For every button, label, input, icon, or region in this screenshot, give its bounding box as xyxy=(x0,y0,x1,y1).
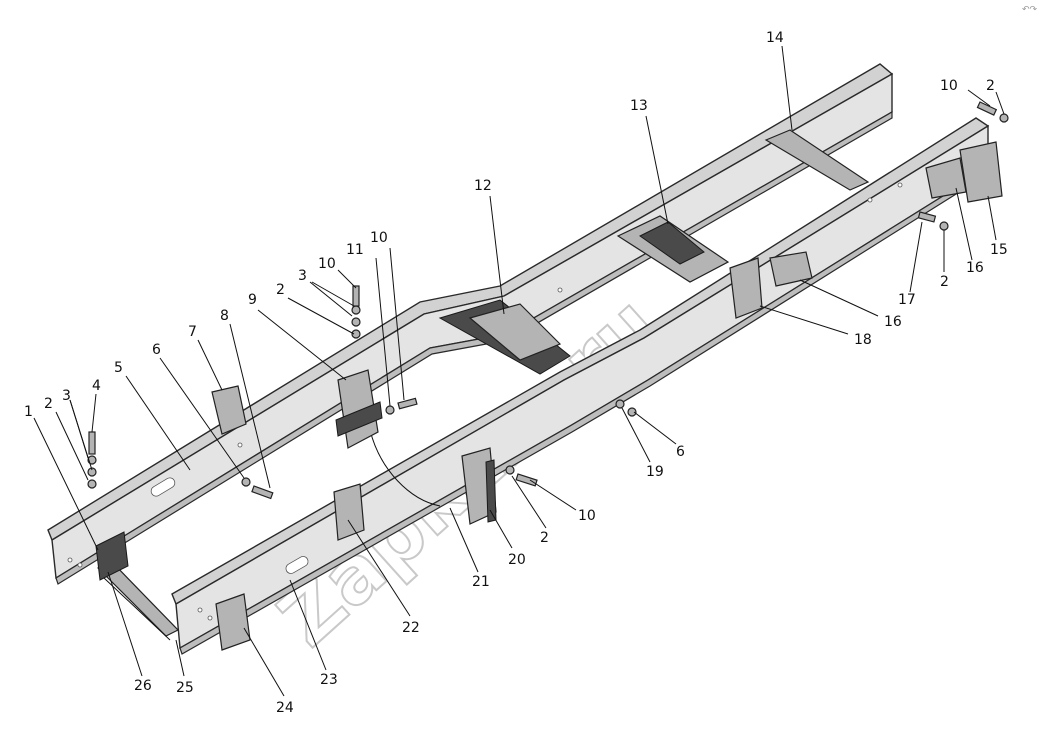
callout-22: 22 xyxy=(402,620,420,636)
spring-bracket-rear-right xyxy=(215,593,251,651)
callout-3-b: 3 xyxy=(298,268,307,284)
spring-bracket-rear-left xyxy=(211,385,247,435)
fasteners xyxy=(87,101,1009,500)
callout-10-c: 10 xyxy=(370,230,388,246)
callout-8: 8 xyxy=(220,308,229,324)
callout-7: 7 xyxy=(188,324,197,340)
exhaust-pipe xyxy=(369,429,441,507)
callout-12: 12 xyxy=(474,178,492,194)
callout-5: 5 xyxy=(114,360,123,376)
callout-13: 13 xyxy=(630,98,648,114)
callout-2-b: 2 xyxy=(276,282,285,298)
callout-11: 11 xyxy=(346,242,364,258)
callout-6-b: 6 xyxy=(676,444,685,460)
callout-10-e: 10 xyxy=(578,508,596,524)
callout-2: 2 xyxy=(44,396,53,412)
spring-bracket-mid-left xyxy=(335,369,383,449)
callout-21: 21 xyxy=(472,574,490,590)
callout-18: 18 xyxy=(854,332,872,348)
callout-4: 4 xyxy=(92,378,101,394)
spring-bracket-mid-right-2 xyxy=(461,447,497,525)
callout-19: 19 xyxy=(646,464,664,480)
callout-2-c: 2 xyxy=(986,78,995,94)
spring-bracket-front-right-1 xyxy=(729,257,763,319)
spring-bracket-mid-right-1 xyxy=(333,483,365,541)
spring-bracket-front-right-2 xyxy=(769,251,813,287)
callout-15: 15 xyxy=(990,242,1008,258)
callout-16-a: 16 xyxy=(966,260,984,276)
callout-14: 14 xyxy=(766,30,784,46)
tow-bracket-rear xyxy=(95,531,129,581)
callout-10-d: 10 xyxy=(940,78,958,94)
leader-lines xyxy=(33,45,1005,697)
callout-25: 25 xyxy=(176,680,194,696)
corner-mark: ↶↷ xyxy=(1022,5,1038,15)
callout-2-d: 2 xyxy=(940,274,949,290)
callout-24: 24 xyxy=(276,700,294,716)
cross-member-middle xyxy=(438,299,571,375)
cross-member-front xyxy=(616,215,730,283)
callout-2-e: 2 xyxy=(540,530,549,546)
callout-17: 17 xyxy=(898,292,916,308)
callout-3: 3 xyxy=(62,388,71,404)
callout-23: 23 xyxy=(320,672,338,688)
callout-16-b: 16 xyxy=(884,314,902,330)
callout-9: 9 xyxy=(248,292,257,308)
callout-20: 20 xyxy=(508,552,526,568)
callout-1: 1 xyxy=(24,404,33,420)
cross-member-forward xyxy=(764,129,870,191)
callout-labels: 1 2 3 4 5 6 7 8 9 10 2 3 10 11 10 12 13 … xyxy=(24,30,1008,716)
callout-26: 26 xyxy=(134,678,152,694)
callout-10-a: 10 xyxy=(318,256,336,272)
callout-6: 6 xyxy=(152,342,161,358)
